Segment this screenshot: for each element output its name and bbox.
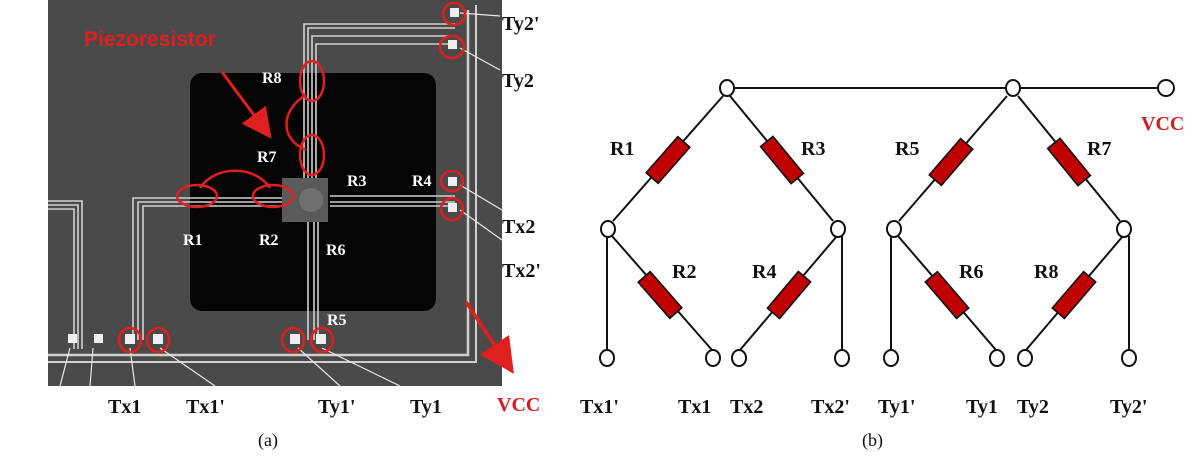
schematic-resistor-labels: R1 R2 R3 R4 R5 R6 R7 R8 xyxy=(610,138,1111,283)
resistor-r4 xyxy=(766,270,812,320)
term-ty1p: Ty1' xyxy=(878,396,915,418)
label-tx2p: Tx2' xyxy=(502,260,541,282)
resistor-r2 xyxy=(637,270,683,320)
label-ty2: Ty2 xyxy=(502,70,534,92)
caption-b: (b) xyxy=(862,430,883,451)
label-ty1p: Ty1' xyxy=(318,396,355,418)
sch-label-r6: R6 xyxy=(959,261,983,283)
label-tx1: Tx1 xyxy=(108,396,141,418)
sch-label-r1: R1 xyxy=(610,138,634,160)
resistor-r5 xyxy=(928,137,974,187)
schematic-terminal-labels: Tx1' Tx1 Tx2 Tx2' Ty1' Ty1 Ty2 Ty2' xyxy=(580,396,1147,418)
pad-leader-lines xyxy=(59,12,503,387)
photo-resistor-labels: R1 R2 R3 R4 R5 R6 R7 R8 xyxy=(183,70,432,329)
term-ty2p: Ty2' xyxy=(1110,396,1147,418)
photo-label-r2: R2 xyxy=(259,232,279,249)
term-tx2: Tx2 xyxy=(730,396,763,418)
metal-traces xyxy=(48,5,477,363)
panel-a-micrograph: Piezoresistor R1 R2 R3 R4 R5 R6 R7 R8 Tx… xyxy=(48,0,541,451)
photo-label-r4: R4 xyxy=(412,173,432,190)
panel-b-schematic: R1 R2 R3 R4 R5 R6 R7 R8 VCC Tx1' Tx1 Tx2… xyxy=(580,79,1184,451)
sch-label-r7: R7 xyxy=(1087,138,1111,160)
resistor-r8 xyxy=(1051,270,1097,320)
photo-label-r6: R6 xyxy=(326,242,346,259)
resistor-r7 xyxy=(1046,137,1092,187)
proof-mass-center xyxy=(299,188,323,212)
term-ty1: Ty1 xyxy=(966,396,998,418)
label-ty2p: Ty2' xyxy=(502,13,539,35)
panel-a-pad-labels: Tx1 Tx1' Ty1' Ty1 Ty2' Ty2 Tx2 Tx2' xyxy=(108,13,541,418)
piezoresistor-label: Piezoresistor xyxy=(84,28,216,51)
resistor-r3 xyxy=(759,135,805,185)
resistor-bodies xyxy=(637,135,1097,320)
sch-label-r4: R4 xyxy=(752,261,776,283)
resistor-r1 xyxy=(645,135,691,185)
piezoresistor-arrow xyxy=(220,71,272,139)
term-tx1p: Tx1' xyxy=(580,396,619,418)
bond-pads xyxy=(68,8,459,344)
term-tx1: Tx1 xyxy=(678,396,711,418)
label-vcc-a: VCC xyxy=(497,394,540,416)
photo-label-r1: R1 xyxy=(183,232,203,249)
photo-label-r7: R7 xyxy=(257,149,277,166)
sch-label-r5: R5 xyxy=(895,138,919,160)
sch-label-r8: R8 xyxy=(1034,261,1058,283)
bridge-wires xyxy=(606,87,1158,351)
label-tx2: Tx2 xyxy=(502,216,535,238)
label-ty1: Ty1 xyxy=(410,396,442,418)
resistor-r6 xyxy=(924,270,970,320)
label-vcc-b: VCC xyxy=(1141,113,1184,135)
photo-label-r3: R3 xyxy=(347,173,367,190)
caption-a: (a) xyxy=(258,430,278,451)
sch-label-r3: R3 xyxy=(801,138,825,160)
term-ty2: Ty2 xyxy=(1017,396,1049,418)
label-tx1p: Tx1' xyxy=(186,396,225,418)
vcc-arrow xyxy=(464,301,514,374)
photo-label-r8: R8 xyxy=(262,70,282,87)
photo-label-r5: R5 xyxy=(327,312,347,329)
resistor-annotations xyxy=(117,1,467,354)
term-tx2p: Tx2' xyxy=(811,396,850,418)
bridge-nodes xyxy=(599,79,1175,367)
sch-label-r2: R2 xyxy=(672,261,696,283)
